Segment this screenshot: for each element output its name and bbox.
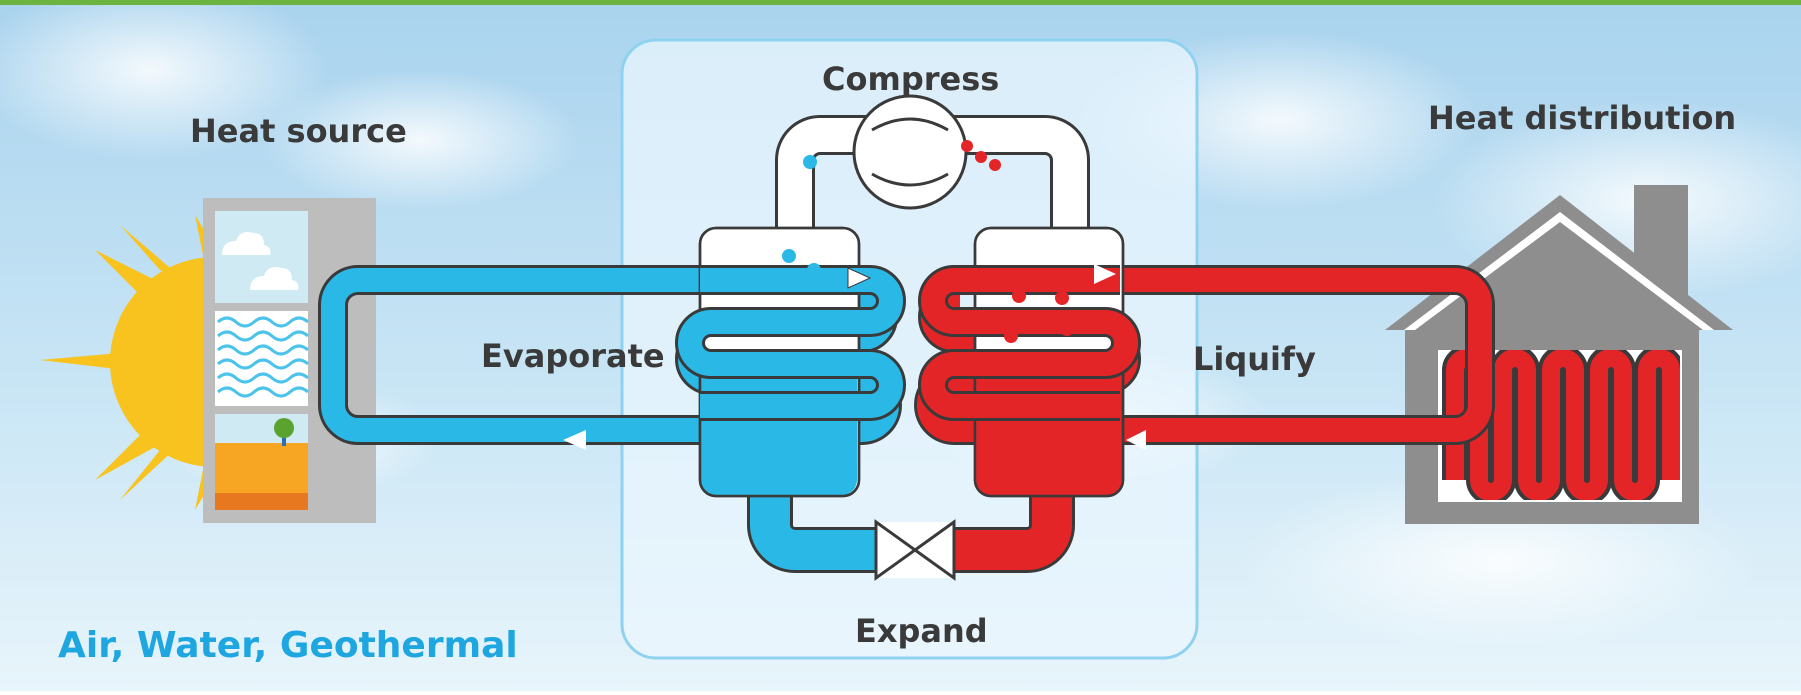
liquid-pipe xyxy=(747,480,1075,573)
heat-source-label: Heat source xyxy=(190,112,407,150)
arrow-left-icon-hot xyxy=(1126,430,1146,450)
top-bar xyxy=(0,0,1801,5)
heat-distribution-label: Heat distribution xyxy=(1428,99,1737,137)
expand-label: Expand xyxy=(855,612,988,650)
compressor-icon xyxy=(852,94,968,210)
evaporate-label: Evaporate xyxy=(481,337,665,375)
condenser-coil xyxy=(918,265,1141,421)
hot-refrigerant-dots xyxy=(961,140,1074,343)
heat-sources-caption: Air, Water, Geothermal xyxy=(58,625,518,666)
heat-source-panel xyxy=(203,198,376,523)
arrow-right-icon-hot xyxy=(1094,264,1116,284)
compress-label: Compress xyxy=(822,60,1000,98)
radiator-coil xyxy=(1442,350,1680,500)
flow-arrows xyxy=(563,264,1146,450)
expansion-valve-icon xyxy=(874,519,956,581)
arrow-right-icon xyxy=(847,267,872,289)
cold-refrigerant-dots xyxy=(782,155,821,277)
liquify-label: Liquify xyxy=(1193,340,1316,378)
arrow-left-icon xyxy=(563,430,586,450)
water-icon xyxy=(215,311,308,406)
evaporator-coil xyxy=(675,265,906,421)
